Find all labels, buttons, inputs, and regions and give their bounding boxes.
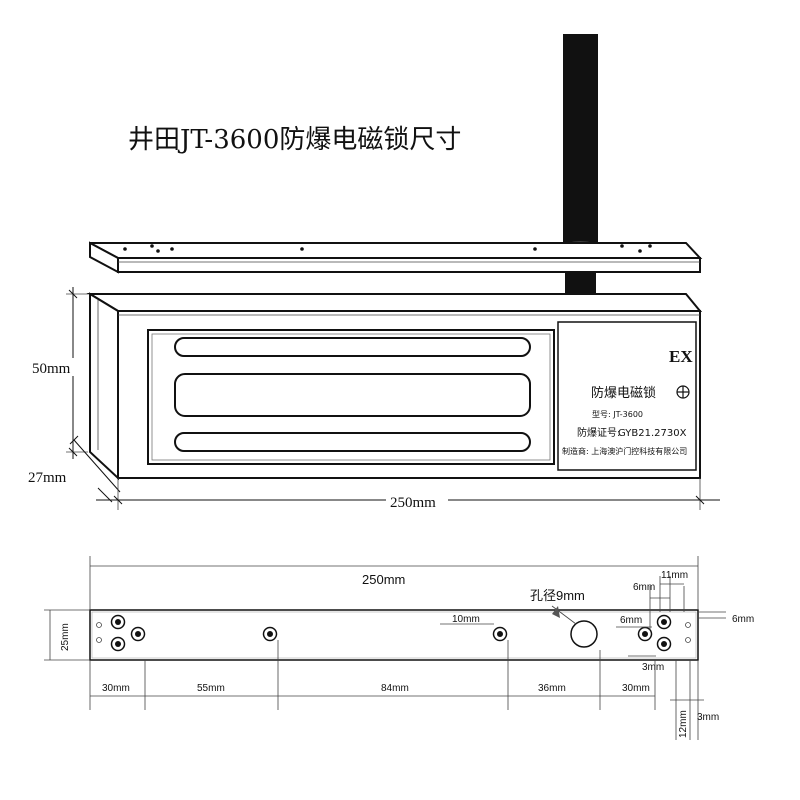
seg-30-left: 30mm: [102, 683, 130, 694]
seg-84: 84mm: [381, 683, 409, 694]
ground-symbol-icon: [676, 385, 690, 399]
hole-diameter-label: 孔径9mm: [530, 588, 585, 603]
ex-mark: EX: [669, 347, 693, 366]
offset-6-right: 6mm: [732, 614, 754, 625]
diagram-title: 井田JT-3600防爆电磁锁尺寸: [128, 125, 461, 155]
offset-10-dim: 10mm: [452, 614, 480, 625]
lock-body: [86, 292, 703, 481]
plan-plate: [89, 609, 699, 661]
armature-plate: [89, 241, 703, 274]
manufacturer: 制造商: 上海澳沪门控科技有限公司: [562, 446, 687, 456]
seg-36: 36mm: [538, 683, 566, 694]
seg-55: 55mm: [197, 683, 225, 694]
depth-dim: 27mm: [28, 470, 67, 486]
cable-hole: [570, 620, 598, 648]
offset-3-mid: 3mm: [642, 662, 664, 673]
offset-6-top: 6mm: [633, 582, 655, 593]
product-name: 防爆电磁锁: [591, 385, 656, 401]
left-mount-holes: [110, 614, 146, 652]
nameplate: EX 防爆电磁锁 型号: JT-3600 防爆证号: GYB21.2730X 制…: [562, 347, 693, 456]
height-dim: 50mm: [32, 361, 71, 377]
length-dim: 250mm: [390, 495, 436, 511]
plan-length-dim: 250mm: [362, 572, 405, 587]
offset-3-bottom: 3mm: [697, 712, 719, 723]
seg-30-right: 30mm: [622, 683, 650, 694]
offset-12-dim: 12mm: [678, 710, 689, 738]
cert-prefix: 防爆证号:: [577, 426, 620, 439]
cert-number: GYB21.2730X: [618, 428, 687, 439]
plan-dimensions: 250mm 25mm 孔径9mm 10mm 6mm 11mm 6mm 6mm 3…: [44, 556, 754, 740]
model-number: 型号: JT-3600: [592, 410, 643, 419]
right-mount-holes: [637, 614, 672, 652]
offset-6-mid: 6mm: [620, 615, 642, 626]
top-dimensions: 50mm 27mm 250mm: [28, 287, 720, 511]
plan-width-dim: 25mm: [60, 623, 71, 651]
offset-11-dim: 11mm: [661, 570, 688, 581]
